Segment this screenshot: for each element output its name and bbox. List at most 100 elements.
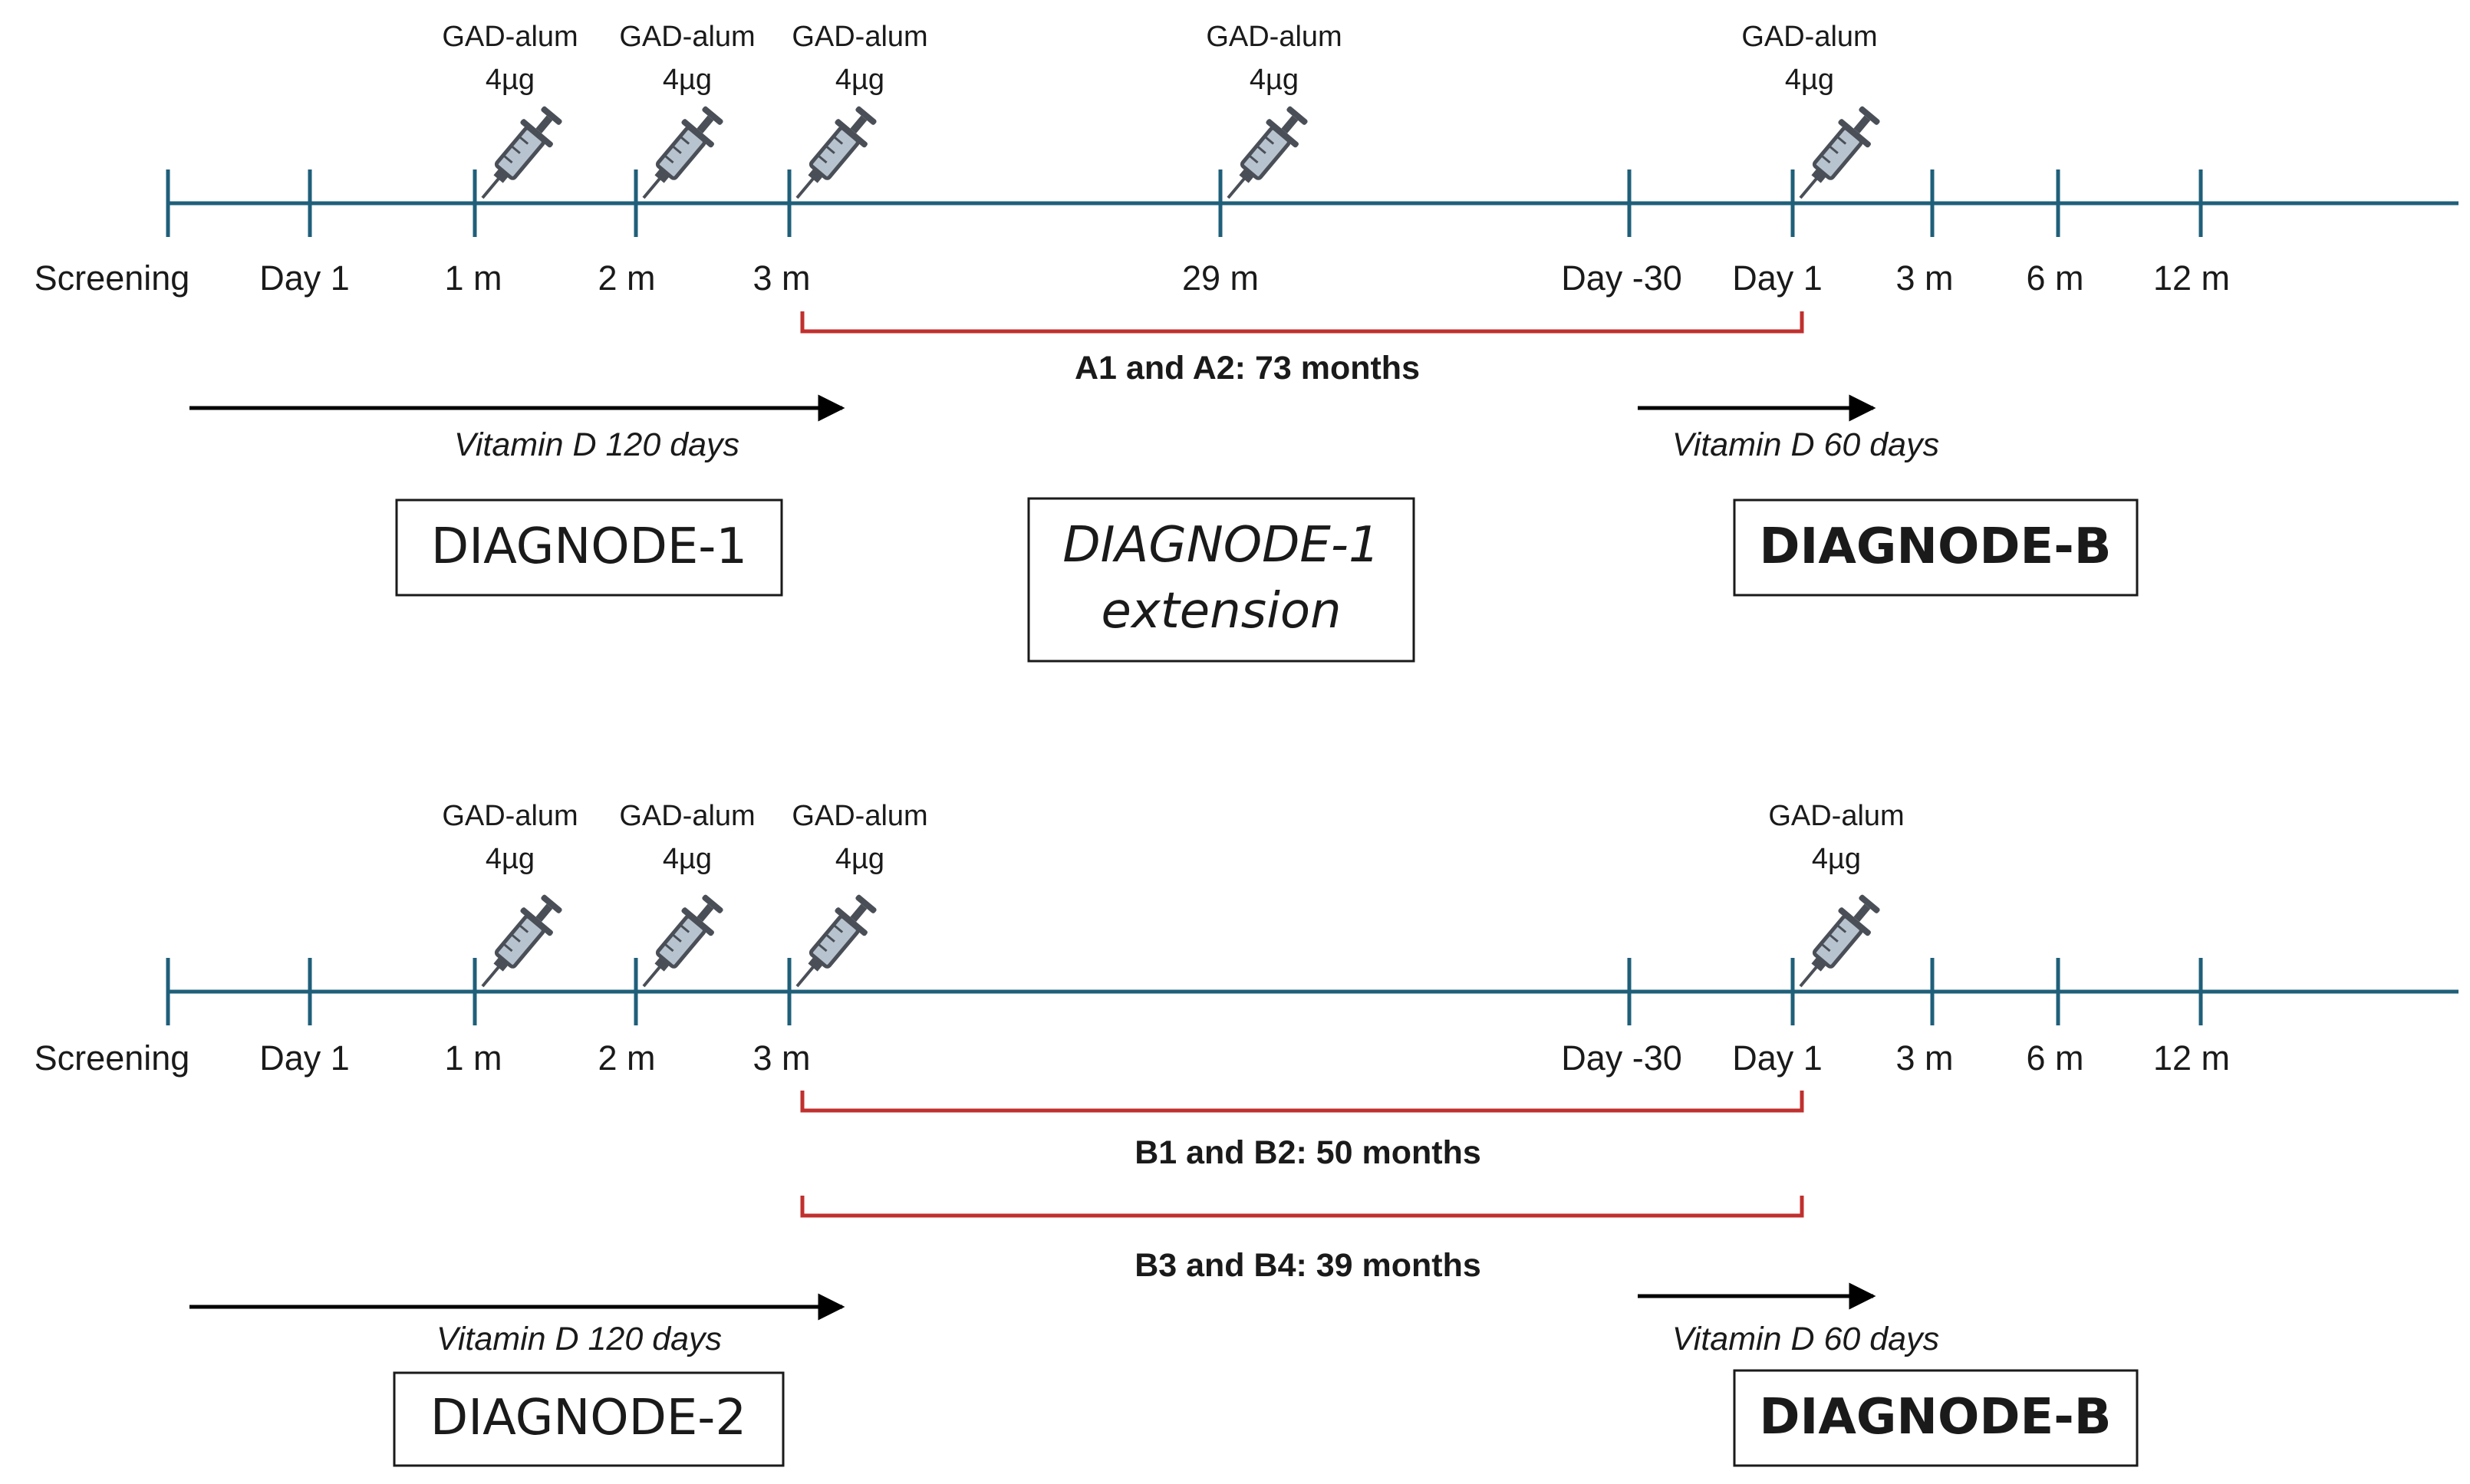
tick-label: 1 m <box>444 258 502 298</box>
injection-dose-label: 4µg <box>486 64 535 96</box>
plunger-top <box>702 894 723 913</box>
study-box <box>1733 499 2139 597</box>
tick-label: Day 1 <box>259 1038 350 1078</box>
syringe-icon <box>795 106 877 199</box>
barrel-mark <box>1263 135 1275 145</box>
tick-label: 6 m <box>2026 258 2083 298</box>
barrel-mark <box>825 933 835 943</box>
needle <box>642 176 662 199</box>
injection-label: GAD-alum <box>619 21 755 53</box>
plunger-rod <box>1853 903 1871 922</box>
barrel-mark <box>1820 943 1831 953</box>
study-box <box>393 1371 785 1467</box>
barrel-mark <box>518 135 529 145</box>
barrel-mark <box>664 154 674 164</box>
barrel-mark <box>664 943 674 953</box>
tick-label: 12 m <box>2153 258 2230 298</box>
tick-label: 3 m <box>753 258 810 298</box>
barrel-mark <box>817 154 828 164</box>
injection-label: GAD-alum <box>442 800 578 832</box>
study-name: DIAGNODE-B <box>1759 518 2111 575</box>
flange <box>1838 119 1871 148</box>
injection-dose-label: 4µg <box>486 843 535 875</box>
syringe-icon <box>1227 106 1308 199</box>
needle <box>481 176 501 199</box>
barrel-mark <box>1836 135 1847 145</box>
plunger-rod <box>697 115 714 133</box>
period-bracket <box>800 311 1804 334</box>
injection-dose-label: 4µg <box>1250 64 1299 96</box>
period-label: B1 and B2: 50 months <box>1135 1134 1481 1171</box>
period-bracket <box>800 1091 1804 1113</box>
flange <box>1266 119 1299 148</box>
plunger-top <box>1859 106 1880 125</box>
tick-label: 3 m <box>753 1038 810 1078</box>
plunger-rod <box>1281 115 1299 133</box>
injection-label: GAD-alum <box>1741 21 1877 53</box>
needle <box>1799 176 1819 199</box>
plunger-rod <box>850 115 868 133</box>
tick-label: 3 m <box>1895 1038 1953 1078</box>
vitamin-d-label: Vitamin D 120 days <box>436 1321 722 1357</box>
study-name: DIAGNODE-B <box>1759 1389 2111 1446</box>
tick-label: 1 m <box>444 1038 502 1078</box>
tick-label: Day 1 <box>1732 1038 1823 1078</box>
flange <box>681 907 714 936</box>
barrel-mark <box>679 923 690 933</box>
needle-hub <box>808 956 824 972</box>
vitamin-d-label: Vitamin D 120 days <box>454 426 739 463</box>
injection-dose-label: 4µg <box>835 843 884 875</box>
tick-label: 2 m <box>598 1038 655 1078</box>
barrel-mark <box>502 943 513 953</box>
needle <box>1227 176 1247 199</box>
plunger-rod <box>850 903 868 922</box>
tick-label: 12 m <box>2153 1038 2230 1078</box>
flange <box>520 907 553 936</box>
injection-dose-label: 4µg <box>663 64 712 96</box>
tick-label: 2 m <box>598 258 655 298</box>
injection-dose-label: 4µg <box>1812 843 1861 875</box>
barrel-mark <box>832 135 844 145</box>
period-bracket <box>800 1196 1804 1218</box>
study-name: DIAGNODE-1 <box>1062 517 1379 574</box>
needle-hub <box>1811 956 1827 972</box>
study-name: DIAGNODE-1 <box>431 518 747 575</box>
study-box <box>395 499 783 597</box>
barrel-mark <box>1828 144 1839 154</box>
barrel-mark <box>1256 144 1266 154</box>
syringe-icon <box>1799 894 1880 988</box>
syringe-icon <box>642 106 723 199</box>
plunger-top <box>1286 106 1308 125</box>
plunger-top <box>855 894 877 913</box>
needle-hub <box>493 956 509 972</box>
injection-label: GAD-alum <box>1206 21 1342 53</box>
period-label: A1 and A2: 73 months <box>1075 350 1420 387</box>
barrel-mark <box>832 923 844 933</box>
syringe-icon <box>481 894 562 988</box>
vitamin-d-label: Vitamin D 60 days <box>1672 426 1939 463</box>
barrel-mark <box>502 154 513 164</box>
tick-label: Day 1 <box>1732 258 1823 298</box>
syringe-icon <box>1799 106 1880 199</box>
barrel-mark <box>510 144 521 154</box>
flange <box>681 119 714 148</box>
needle-hub <box>493 168 509 183</box>
needle-hub <box>808 168 824 183</box>
injection-label: GAD-alum <box>442 21 578 53</box>
needle <box>795 965 815 988</box>
syringe-icon <box>481 106 562 199</box>
plunger-rod <box>1853 115 1871 133</box>
needle <box>1799 965 1819 988</box>
needle-hub <box>654 956 670 972</box>
tick-label: Day -30 <box>1561 258 1682 298</box>
tick-label: 29 m <box>1182 258 1259 298</box>
flange <box>520 119 553 148</box>
barrel-mark <box>671 933 682 943</box>
barrel-mark <box>1828 933 1839 943</box>
needle-hub <box>1811 168 1827 183</box>
barrel-mark <box>510 933 521 943</box>
plunger-rod <box>535 115 553 133</box>
needle <box>642 965 662 988</box>
plunger-rod <box>697 903 714 922</box>
